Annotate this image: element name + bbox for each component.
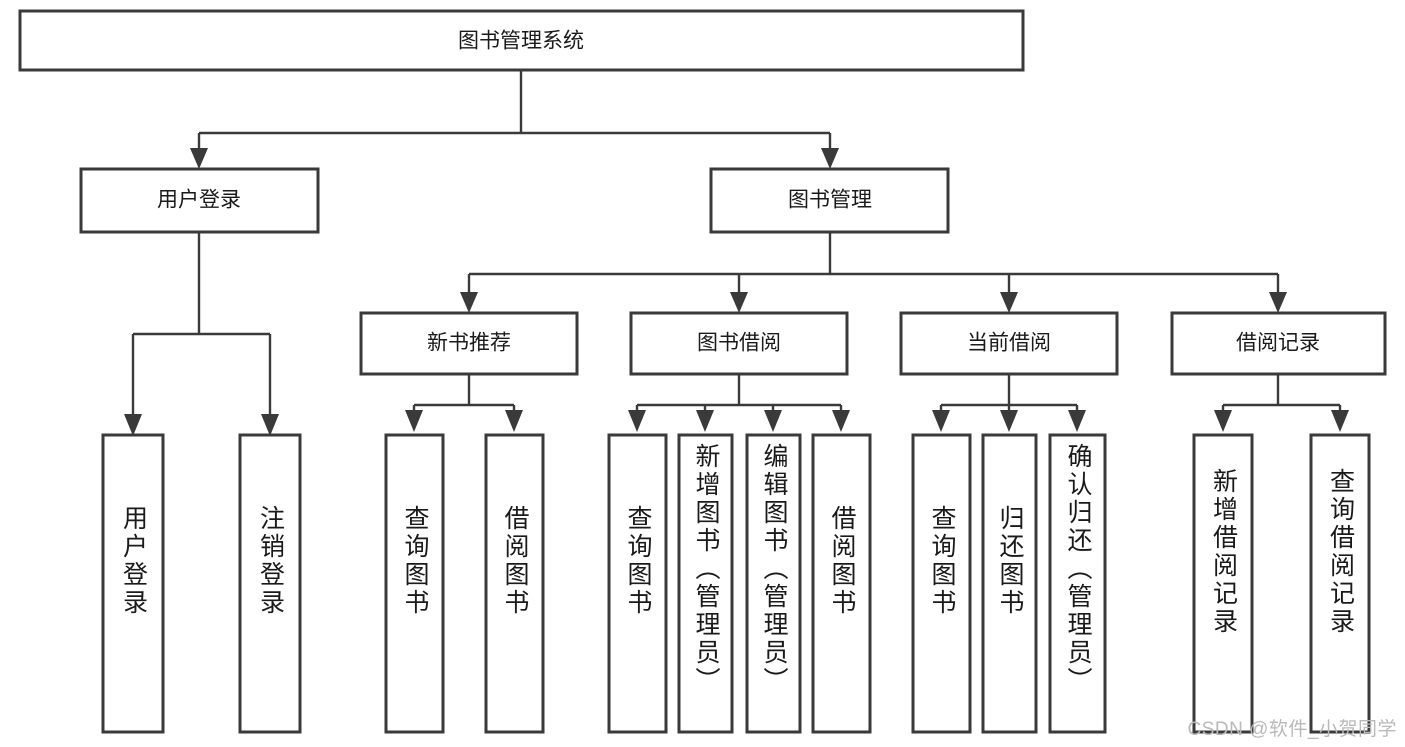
root-box[interactable] <box>18 9 1025 72</box>
leaf-box-query-record[interactable] <box>1309 433 1371 734</box>
arrowhead-leaf-b2 <box>696 410 714 432</box>
current-borrow-label: 当前借阅 <box>967 332 1051 355</box>
leaf-box-query-book-3[interactable] <box>911 433 972 734</box>
root-label: 图书管理系统 <box>458 30 584 53</box>
book-manage-box[interactable] <box>709 167 950 234</box>
current-borrow-box[interactable] <box>899 311 1119 376</box>
node-borrow-record[interactable]: 借阅记录 <box>1170 311 1387 376</box>
leaf-box-query-book-2[interactable] <box>607 433 668 734</box>
arrowhead-leaf-b1 <box>628 410 646 432</box>
new-book-recommend-box[interactable] <box>359 311 579 376</box>
leaf-box-logout[interactable] <box>238 433 302 734</box>
book-borrow-box[interactable] <box>629 311 849 376</box>
leaf-box-query-book-1[interactable] <box>384 433 445 734</box>
leaf-box-return-book[interactable] <box>981 433 1038 734</box>
node-current-borrow[interactable]: 当前借阅 <box>899 311 1119 376</box>
arrowhead-new-book <box>460 292 478 313</box>
node-book-borrow[interactable]: 图书借阅 <box>629 311 849 376</box>
arrowhead-leaf-c2 <box>1000 410 1018 432</box>
arrowhead-user-login <box>190 148 208 169</box>
book-borrow-label: 图书借阅 <box>697 332 781 355</box>
arrowhead-leaf-n1 <box>405 410 423 432</box>
leaf-box-borrow-book-2[interactable] <box>811 433 872 734</box>
new-book-recommend-label: 新书推荐 <box>427 332 511 355</box>
arrowhead-leaf-r1 <box>1214 410 1232 432</box>
arrowhead-leaf-c1 <box>932 410 950 432</box>
leaf-box-borrow-book-1[interactable] <box>484 433 545 734</box>
arrowhead-leaf-r2 <box>1331 410 1349 432</box>
node-root[interactable]: 图书管理系统 <box>18 9 1025 72</box>
leaf-box-confirm-return[interactable] <box>1048 433 1107 734</box>
node-user-login[interactable]: 用户登录 <box>79 167 320 234</box>
leaf-box-add-record[interactable] <box>1192 433 1254 734</box>
leaf-box-edit-book[interactable] <box>745 433 802 734</box>
node-book-manage[interactable]: 图书管理 <box>709 167 950 234</box>
arrowhead-book-manage <box>821 148 839 169</box>
arrowhead-leaf-c3 <box>1068 410 1086 432</box>
node-new-book-recommend[interactable]: 新书推荐 <box>359 311 579 376</box>
arrowhead-leaf-b3 <box>764 410 782 432</box>
arrowhead-leaf-n2 <box>505 410 523 432</box>
user-login-label: 用户登录 <box>157 189 241 212</box>
borrow-record-box[interactable] <box>1170 311 1387 376</box>
arrowhead-leaf-u2 <box>261 414 279 436</box>
book-manage-label: 图书管理 <box>788 189 872 212</box>
arrowhead-borrow-record <box>1269 292 1287 313</box>
leaf-box-user-login[interactable] <box>101 433 165 734</box>
arrowhead-leaf-u1 <box>124 414 142 436</box>
csdn-watermark: CSDN @软件_小贺同学 <box>1187 719 1397 740</box>
arrowhead-leaf-b4 <box>832 410 850 432</box>
arrowhead-book-borrow <box>730 292 748 313</box>
borrow-record-label: 借阅记录 <box>1236 332 1320 355</box>
arrowhead-current-borrow <box>1000 292 1018 313</box>
leaf-box-add-book[interactable] <box>677 433 734 734</box>
